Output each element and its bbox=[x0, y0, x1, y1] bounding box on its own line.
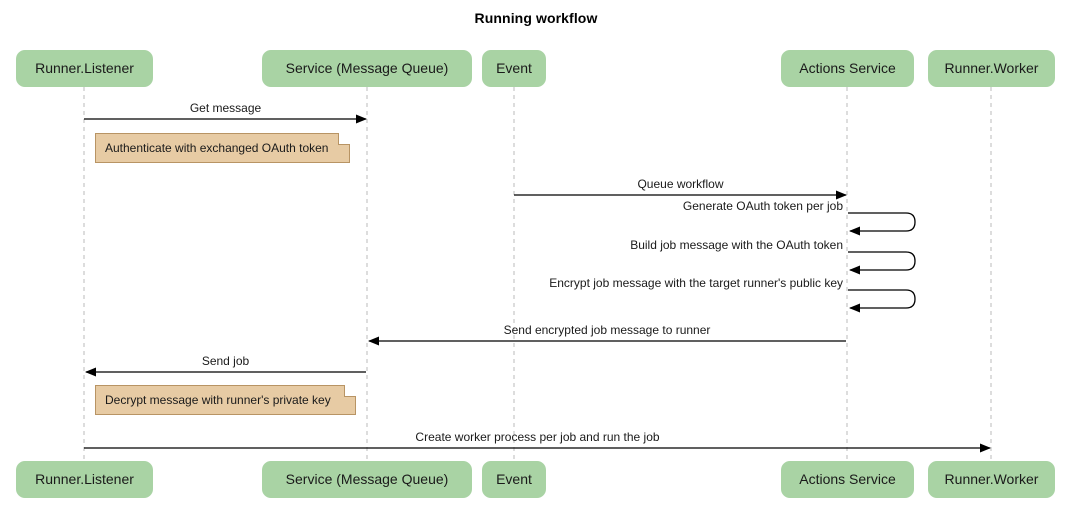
message-label-send-job: Send job bbox=[201, 354, 250, 368]
participant-service-mq-bottom[interactable]: Service (Message Queue) bbox=[262, 461, 472, 498]
note-decrypt: Decrypt message with runner's private ke… bbox=[95, 385, 356, 415]
note-label: Decrypt message with runner's private ke… bbox=[105, 393, 331, 407]
participant-label: Service (Message Queue) bbox=[285, 60, 449, 76]
participant-event-top[interactable]: Event bbox=[482, 50, 546, 87]
participant-actions-service-bottom[interactable]: Actions Service bbox=[781, 461, 914, 498]
note-authenticate: Authenticate with exchanged OAuth token bbox=[95, 133, 350, 163]
diagram-title: Running workflow bbox=[474, 10, 598, 26]
message-label-send-encrypted: Send encrypted job message to runner bbox=[503, 323, 711, 337]
participant-label: Event bbox=[496, 60, 532, 76]
message-label-build-job-message: Build job message with the OAuth token bbox=[630, 238, 843, 252]
participant-runner-listener-top[interactable]: Runner.Listener bbox=[16, 50, 153, 87]
note-fold-corner-icon bbox=[338, 133, 350, 145]
message-label-create-worker: Create worker process per job and run th… bbox=[415, 430, 660, 444]
participant-runner-worker-bottom[interactable]: Runner.Worker bbox=[928, 461, 1055, 498]
participant-label: Runner.Listener bbox=[35, 471, 134, 487]
note-fold-corner-icon bbox=[344, 385, 356, 397]
lifelines-group bbox=[83, 87, 992, 461]
participant-label: Service (Message Queue) bbox=[285, 471, 449, 487]
participant-label: Runner.Worker bbox=[944, 60, 1039, 76]
messages-group bbox=[84, 114, 991, 453]
participant-runner-worker-top[interactable]: Runner.Worker bbox=[928, 50, 1055, 87]
message-line-generate-token bbox=[848, 212, 916, 236]
message-label-encrypt-job: Encrypt job message with the target runn… bbox=[549, 276, 843, 290]
participant-label: Runner.Worker bbox=[944, 471, 1039, 487]
note-label: Authenticate with exchanged OAuth token bbox=[105, 141, 329, 155]
message-line-encrypt-job bbox=[848, 289, 916, 313]
participant-label: Event bbox=[496, 471, 532, 487]
participant-actions-service-top[interactable]: Actions Service bbox=[781, 50, 914, 87]
message-line-build-job-message bbox=[848, 251, 916, 275]
message-label-generate-token: Generate OAuth token per job bbox=[682, 199, 843, 213]
participant-service-mq-top[interactable]: Service (Message Queue) bbox=[262, 50, 472, 87]
participant-label: Actions Service bbox=[799, 60, 896, 76]
message-label-get-message: Get message bbox=[189, 101, 262, 115]
participant-label: Runner.Listener bbox=[35, 60, 134, 76]
participant-event-bottom[interactable]: Event bbox=[482, 461, 546, 498]
message-label-queue-workflow: Queue workflow bbox=[637, 177, 724, 191]
participant-label: Actions Service bbox=[799, 471, 896, 487]
participant-runner-listener-bottom[interactable]: Runner.Listener bbox=[16, 461, 153, 498]
